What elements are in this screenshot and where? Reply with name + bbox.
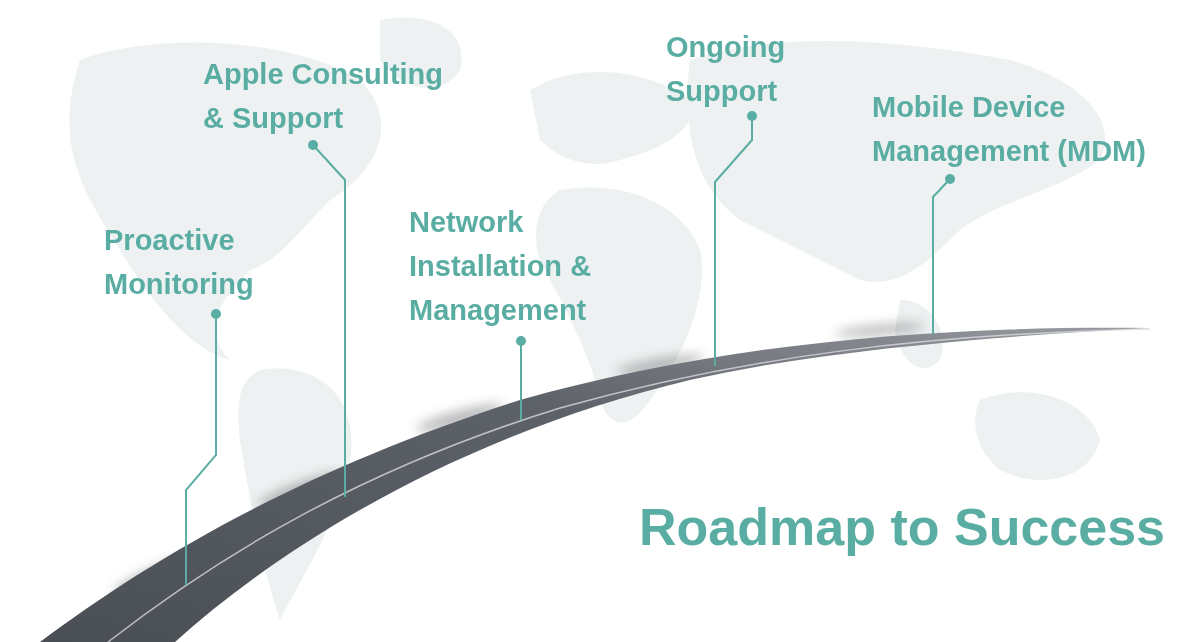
leader-line (520, 341, 522, 420)
leader-dot (308, 140, 318, 150)
leader-line (715, 116, 752, 366)
leader-line (186, 314, 216, 585)
leader-dot (516, 336, 526, 346)
leader-line (933, 179, 950, 334)
leader-dot (945, 174, 955, 184)
road (40, 328, 1150, 642)
road-center-line (108, 329, 1150, 642)
leader-dot (211, 309, 221, 319)
milestone-label: Proactive Monitoring (104, 218, 270, 306)
milestone-label: Ongoing Support (666, 25, 801, 113)
diagram-title: Roadmap to Success (639, 496, 1165, 558)
leader-line (313, 145, 345, 497)
leader-dot (747, 111, 757, 121)
leader-dots (211, 111, 955, 346)
milestone-label: Mobile Device Management (MDM) (872, 85, 1182, 173)
milestone-label: Network Installation & Management (409, 200, 641, 332)
milestone-label: Apple Consulting & Support (203, 52, 459, 140)
